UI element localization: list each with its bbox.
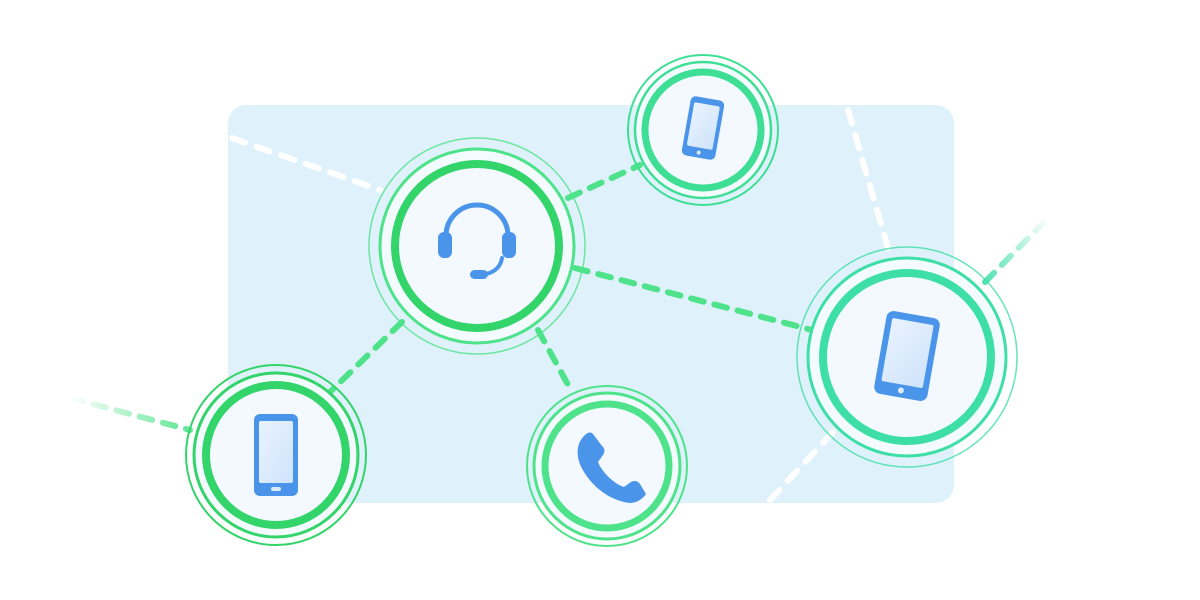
left-phone-node (185, 364, 367, 546)
phone-handset-icon (577, 432, 646, 503)
call-node (526, 385, 688, 547)
green-link-lines (327, 162, 815, 395)
tablet-icon (874, 311, 940, 401)
right-tablet-node (796, 246, 1018, 468)
white-link-lines (229, 107, 891, 503)
white-link-bottom-right (767, 427, 838, 503)
hub-node (368, 137, 586, 355)
top-phone-node (627, 54, 779, 206)
smartphone-icon (254, 414, 298, 496)
link-left-fade (67, 395, 193, 433)
smartphone-icon (681, 96, 725, 160)
link-hub-to-right-tablet (572, 265, 815, 333)
white-link-top-left (229, 135, 383, 193)
link-hub-to-left-phone (327, 319, 405, 395)
white-link-top-right (845, 107, 891, 251)
headset-icon (438, 202, 516, 279)
link-hub-to-call (535, 327, 575, 395)
link-hub-to-top-phone (565, 162, 643, 201)
link-right-fade (982, 215, 1051, 285)
